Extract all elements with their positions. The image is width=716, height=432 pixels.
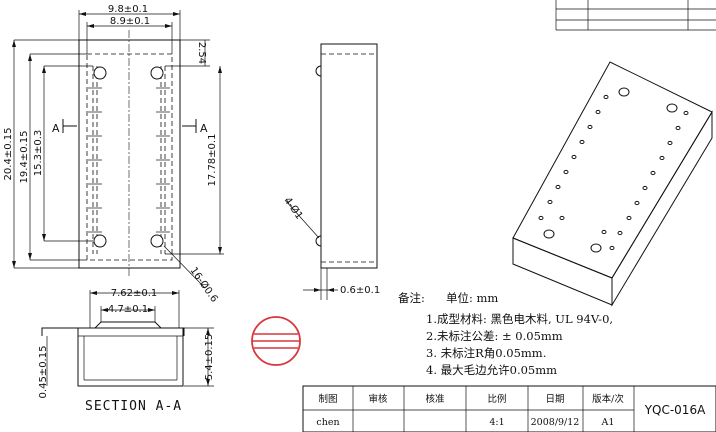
leader-side-pins bbox=[284, 199, 320, 239]
dim-side-bottom: 0.6±0.1 bbox=[340, 285, 380, 296]
corner-hole-tl bbox=[93, 66, 107, 80]
corner-hole-br bbox=[150, 234, 164, 248]
tb-header: 日期 bbox=[545, 394, 564, 405]
tb-header: 制图 bbox=[318, 393, 337, 405]
isometric-view bbox=[512, 61, 713, 307]
dim-section-base: 0.45±0.15 bbox=[38, 346, 49, 399]
tb-header: 比例 bbox=[487, 393, 506, 405]
iso-top-face bbox=[512, 61, 713, 279]
notes: 备注: 单位: mm 1.成型材料: 黑色电木料, UL 94V-0, 2.未标… bbox=[398, 291, 613, 377]
dim-top-offset: 2.54 bbox=[196, 42, 207, 64]
corner-hole-tr bbox=[150, 66, 164, 80]
side-view-outline bbox=[320, 43, 378, 269]
dim-width-outer: 9.8±0.1 bbox=[108, 4, 148, 15]
tb-header: 核准 bbox=[425, 393, 445, 405]
revision-table bbox=[555, 0, 716, 31]
dim-height-outer: 20.4±0.15 bbox=[3, 128, 14, 181]
section-body bbox=[77, 327, 184, 387]
side-pin-top bbox=[315, 65, 322, 77]
dim-width-inner: 8.9±0.1 bbox=[110, 16, 150, 27]
tb-header: 审核 bbox=[368, 393, 388, 405]
dim-height-inner: 15.3±0.3 bbox=[33, 130, 44, 177]
notes-unit: 单位: mm bbox=[446, 291, 498, 305]
note-item: 2.未标注公差: ± 0.05mm bbox=[426, 329, 563, 343]
section-view: 7.62±0.1 4.7±0.1 0.45±0.15 5.4±0.15 SECT… bbox=[38, 288, 215, 414]
side-pin-bottom bbox=[315, 235, 322, 247]
pin-row-right bbox=[160, 66, 166, 254]
tb-value: A1 bbox=[601, 417, 615, 428]
note-item: 1.成型材料: 黑色电木料, UL 94V-0, bbox=[426, 312, 613, 326]
tb-value: 2008/9/12 bbox=[531, 417, 580, 428]
leader-holes bbox=[163, 245, 206, 289]
top-view-inner-cavity bbox=[86, 53, 173, 261]
note-item: 4. 最大毛边允许0.05mm bbox=[426, 363, 557, 377]
top-view: 9.8±0.1 8.9±0.1 2.54 17.78±0.1 20.4±0.15… bbox=[3, 4, 224, 305]
section-top-edge bbox=[41, 321, 185, 336]
dim-holes: 16-Ø0.6 bbox=[188, 265, 221, 305]
note-item: 3. 未标注R角0.05mm. bbox=[426, 346, 546, 360]
iso-holes bbox=[538, 87, 689, 253]
dim-pitch-inner: 4.7±0.1 bbox=[108, 304, 148, 315]
tb-value: chen bbox=[316, 417, 339, 428]
dim-side-pins: 4-Ø1 bbox=[282, 195, 306, 222]
pin-row-left bbox=[92, 66, 98, 254]
notes-heading: 备注: bbox=[398, 291, 425, 305]
corner-hole-bl bbox=[93, 234, 107, 248]
section-mark-left: A bbox=[52, 122, 60, 135]
title-block: 制图 审核 核准 比例 日期 版本/次 chen 4:1 2008/9/12 A… bbox=[302, 385, 716, 432]
dim-pitch-outer: 7.62±0.1 bbox=[111, 288, 158, 299]
dim-height-mid: 19.4±0.15 bbox=[19, 131, 30, 184]
section-mark-right: A bbox=[200, 122, 208, 135]
top-view-outline bbox=[78, 39, 181, 269]
tb-header: 版本/次 bbox=[592, 393, 624, 405]
pin-hole-marks bbox=[88, 87, 170, 233]
tb-value: 4:1 bbox=[489, 417, 504, 428]
dim-section-height: 5.4±0.15 bbox=[204, 334, 215, 381]
section-title: SECTION A-A bbox=[85, 399, 182, 414]
dim-pin-span: 17.78±0.1 bbox=[207, 134, 218, 187]
logo-stamp bbox=[251, 316, 301, 366]
side-view: 0.6±0.1 4-Ø1 bbox=[282, 43, 380, 300]
drawing-code: YQC-016A bbox=[644, 403, 706, 417]
iso-side-face bbox=[611, 110, 713, 307]
